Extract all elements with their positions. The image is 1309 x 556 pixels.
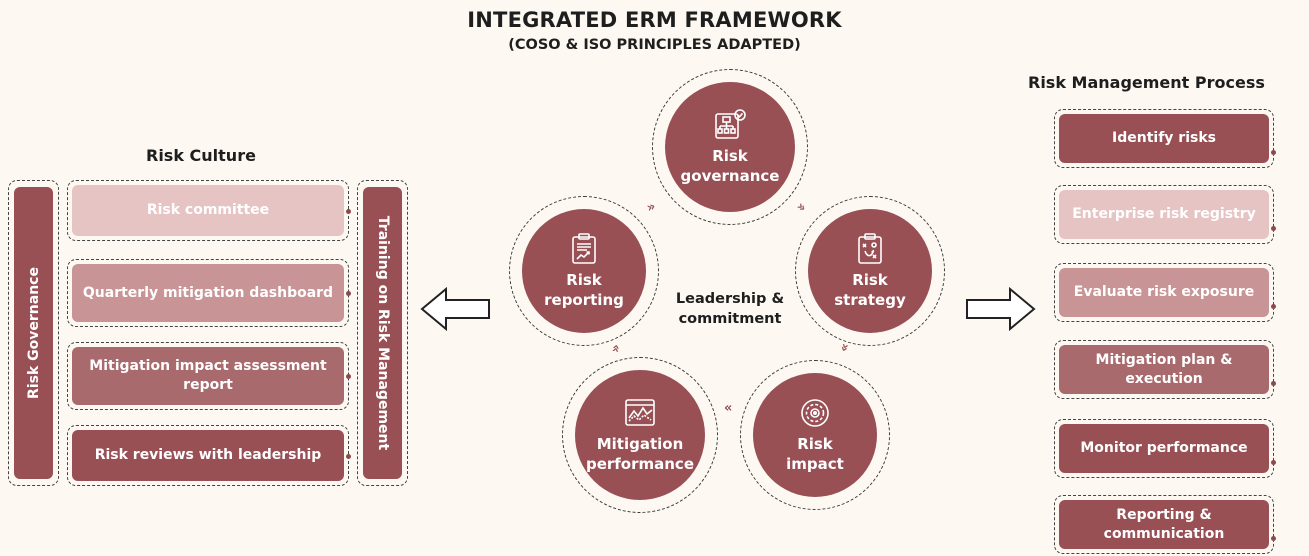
culture-item: Risk reviews with leadership — [67, 425, 351, 486]
process-step: Mitigation plan & execution — [1054, 340, 1276, 399]
process-step: Enterprise risk registry — [1054, 185, 1276, 244]
process-step-label: Mitigation plan & execution — [1059, 345, 1269, 394]
connector-dot — [346, 374, 351, 379]
cycle-node: Risk reporting — [509, 196, 659, 346]
culture-item: Quarterly mitigation dashboard — [67, 259, 351, 327]
node-label: Risk reporting — [544, 271, 624, 309]
connector-dot — [1271, 304, 1276, 309]
process-step-label: Evaluate risk exposure — [1059, 268, 1269, 317]
target-gear-icon — [801, 399, 829, 427]
report-clipboard-icon — [572, 233, 596, 264]
process-step-label: Reporting & communication — [1059, 500, 1269, 549]
connector-dot — [346, 291, 351, 296]
page-subtitle: (COSO & ISO PRINCIPLES ADAPTED) — [508, 37, 801, 53]
process-step-label: Identify risks — [1059, 114, 1269, 163]
process-step: Identify risks — [1054, 109, 1276, 168]
node-label: Risk strategy — [834, 271, 906, 309]
performance-chart-icon — [625, 399, 655, 426]
cycle-node: Risk impact — [740, 360, 890, 510]
cycle-chevron: » — [724, 400, 733, 415]
org-chart-icon — [715, 109, 746, 139]
cycle-chevron: » — [793, 199, 810, 216]
connector-dot — [346, 454, 351, 459]
connector-dot — [1271, 226, 1276, 231]
culture-item-label: Risk reviews with leadership — [72, 430, 344, 481]
process-step-label: Monitor performance — [1059, 424, 1269, 473]
connector-dot — [1271, 381, 1276, 386]
culture-item: Risk committee — [67, 180, 351, 241]
culture-item: Mitigation impact assessment report — [67, 342, 351, 410]
process-step: Evaluate risk exposure — [1054, 263, 1276, 322]
culture-item-label: Mitigation impact assessment report — [72, 347, 344, 405]
strategy-board-icon — [858, 233, 882, 264]
connector-dot — [1271, 460, 1276, 465]
cycle-node: Mitigation performance — [562, 357, 718, 513]
culture-item-label: Risk committee — [72, 185, 344, 236]
left-arrow-icon — [420, 286, 490, 332]
training-pillar: Training on Risk Management — [357, 180, 408, 486]
cycle-node: Risk governance — [652, 69, 808, 225]
node-label: Risk impact — [786, 435, 844, 473]
process-step: Reporting & communication — [1054, 495, 1276, 554]
node-label: Mitigation performance — [585, 435, 695, 473]
process-step-label: Enterprise risk registry — [1059, 190, 1269, 239]
node-label: Risk governance — [680, 147, 780, 185]
page-title: INTEGRATED ERM FRAMEWORK — [467, 8, 842, 32]
risk-governance-label: Risk Governance — [25, 267, 42, 399]
risk-governance-pillar: Risk Governance — [8, 180, 59, 486]
connector-dot — [1271, 536, 1276, 541]
right-arrow-icon — [966, 286, 1036, 332]
process-title: Risk Management Process — [1028, 73, 1265, 92]
cycle-chevron: » — [644, 199, 658, 216]
connector-dot — [1271, 150, 1276, 155]
culture-item-label: Quarterly mitigation dashboard — [72, 264, 344, 322]
cycle-node: Risk strategy — [795, 196, 945, 346]
center-label: Leadership & commitment — [675, 291, 785, 327]
connector-dot — [346, 209, 351, 214]
cycle-chevron: » — [608, 343, 625, 354]
training-label: Training on Risk Management — [374, 215, 391, 451]
process-step: Monitor performance — [1054, 419, 1276, 478]
risk-culture-title: Risk Culture — [146, 146, 256, 165]
